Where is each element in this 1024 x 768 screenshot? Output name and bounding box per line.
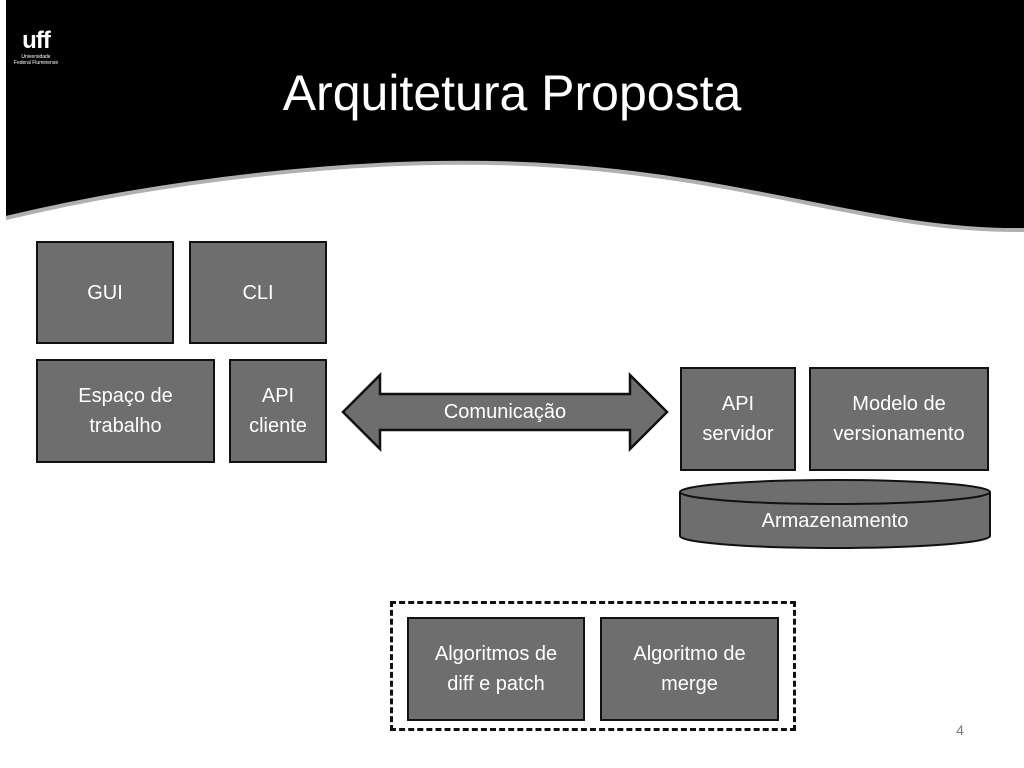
gui-label: GUI: [87, 281, 123, 304]
logo-subtitle-line1: Universidade: [21, 54, 51, 60]
workspace-label: Espaço de trabalho: [78, 385, 173, 437]
api-client-label: API cliente: [249, 385, 307, 437]
diff-patch-box: Algoritmos de diff e patch: [407, 617, 585, 721]
algorithms-group: [390, 601, 796, 731]
cli-box: CLI: [189, 241, 327, 344]
versioning-model-box: Modelo de versionamento: [809, 367, 989, 471]
versioning-model-label: Modelo de versionamento: [833, 393, 965, 445]
diff-patch-label: Algoritmos de diff e patch: [434, 643, 558, 695]
page-number: 4: [956, 722, 964, 738]
communication-label: Comunicação: [443, 401, 567, 423]
merge-label: Algoritmo de merge: [633, 643, 746, 695]
uff-logo: uff Universidade Federal Fluminense: [10, 27, 62, 67]
slide-title: Arquitetura Proposta: [282, 65, 742, 121]
cli-label: CLI: [242, 281, 274, 304]
api-server-box: API servidor: [680, 367, 796, 471]
workspace-box: Espaço de trabalho: [36, 359, 215, 463]
logo-text: uff: [22, 27, 51, 54]
api-server-label: API servidor: [702, 393, 774, 445]
slide-header-banner: [5, 0, 1024, 233]
gui-box: GUI: [36, 241, 174, 344]
logo-subtitle-line2: Federal Fluminense: [13, 60, 59, 66]
api-client-box: API cliente: [229, 359, 327, 463]
storage-label: Armazenamento: [761, 510, 909, 532]
merge-box: Algoritmo de merge: [600, 617, 779, 721]
communication-arrow: [341, 372, 669, 452]
storage-cylinder: [679, 479, 991, 549]
